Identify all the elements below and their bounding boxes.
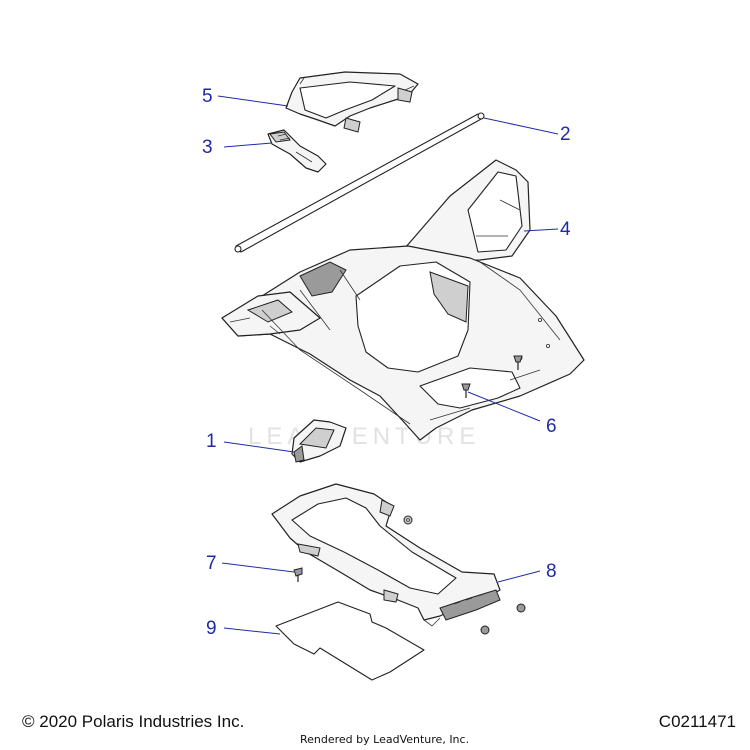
callout-6: 6 [546, 416, 557, 437]
part-5-cover-panel[interactable] [285, 71, 419, 133]
part-4-floor-pan[interactable] [221, 159, 585, 441]
callout-5: 5 [202, 86, 213, 107]
callout-2: 2 [560, 124, 571, 145]
part-3-bracket[interactable] [267, 129, 327, 173]
part-9-mat[interactable] [275, 601, 425, 681]
callout-1: 1 [206, 431, 217, 452]
part-1-shield[interactable] [291, 419, 347, 463]
part-6-screws[interactable] [461, 355, 523, 398]
callout-9: 9 [206, 618, 217, 639]
callout-8: 8 [546, 561, 557, 582]
watermark-text: LEADVENTURE [248, 423, 480, 450]
callout-4: 4 [560, 219, 571, 240]
part-7-pin[interactable] [293, 567, 303, 582]
copyright-text: © 2020 Polaris Industries Inc. [22, 712, 245, 731]
callout-7: 7 [206, 553, 217, 574]
part-2-rod[interactable] [234, 112, 485, 253]
part-8-fasteners[interactable] [403, 515, 526, 635]
rendered-by-text: Rendered by LeadVenture, Inc. [300, 733, 470, 746]
diagram-id: C0211471 [658, 712, 736, 731]
callout-3: 3 [202, 137, 213, 158]
part-8-skid-tray[interactable] [271, 483, 501, 627]
leader-lines [217, 95, 559, 635]
